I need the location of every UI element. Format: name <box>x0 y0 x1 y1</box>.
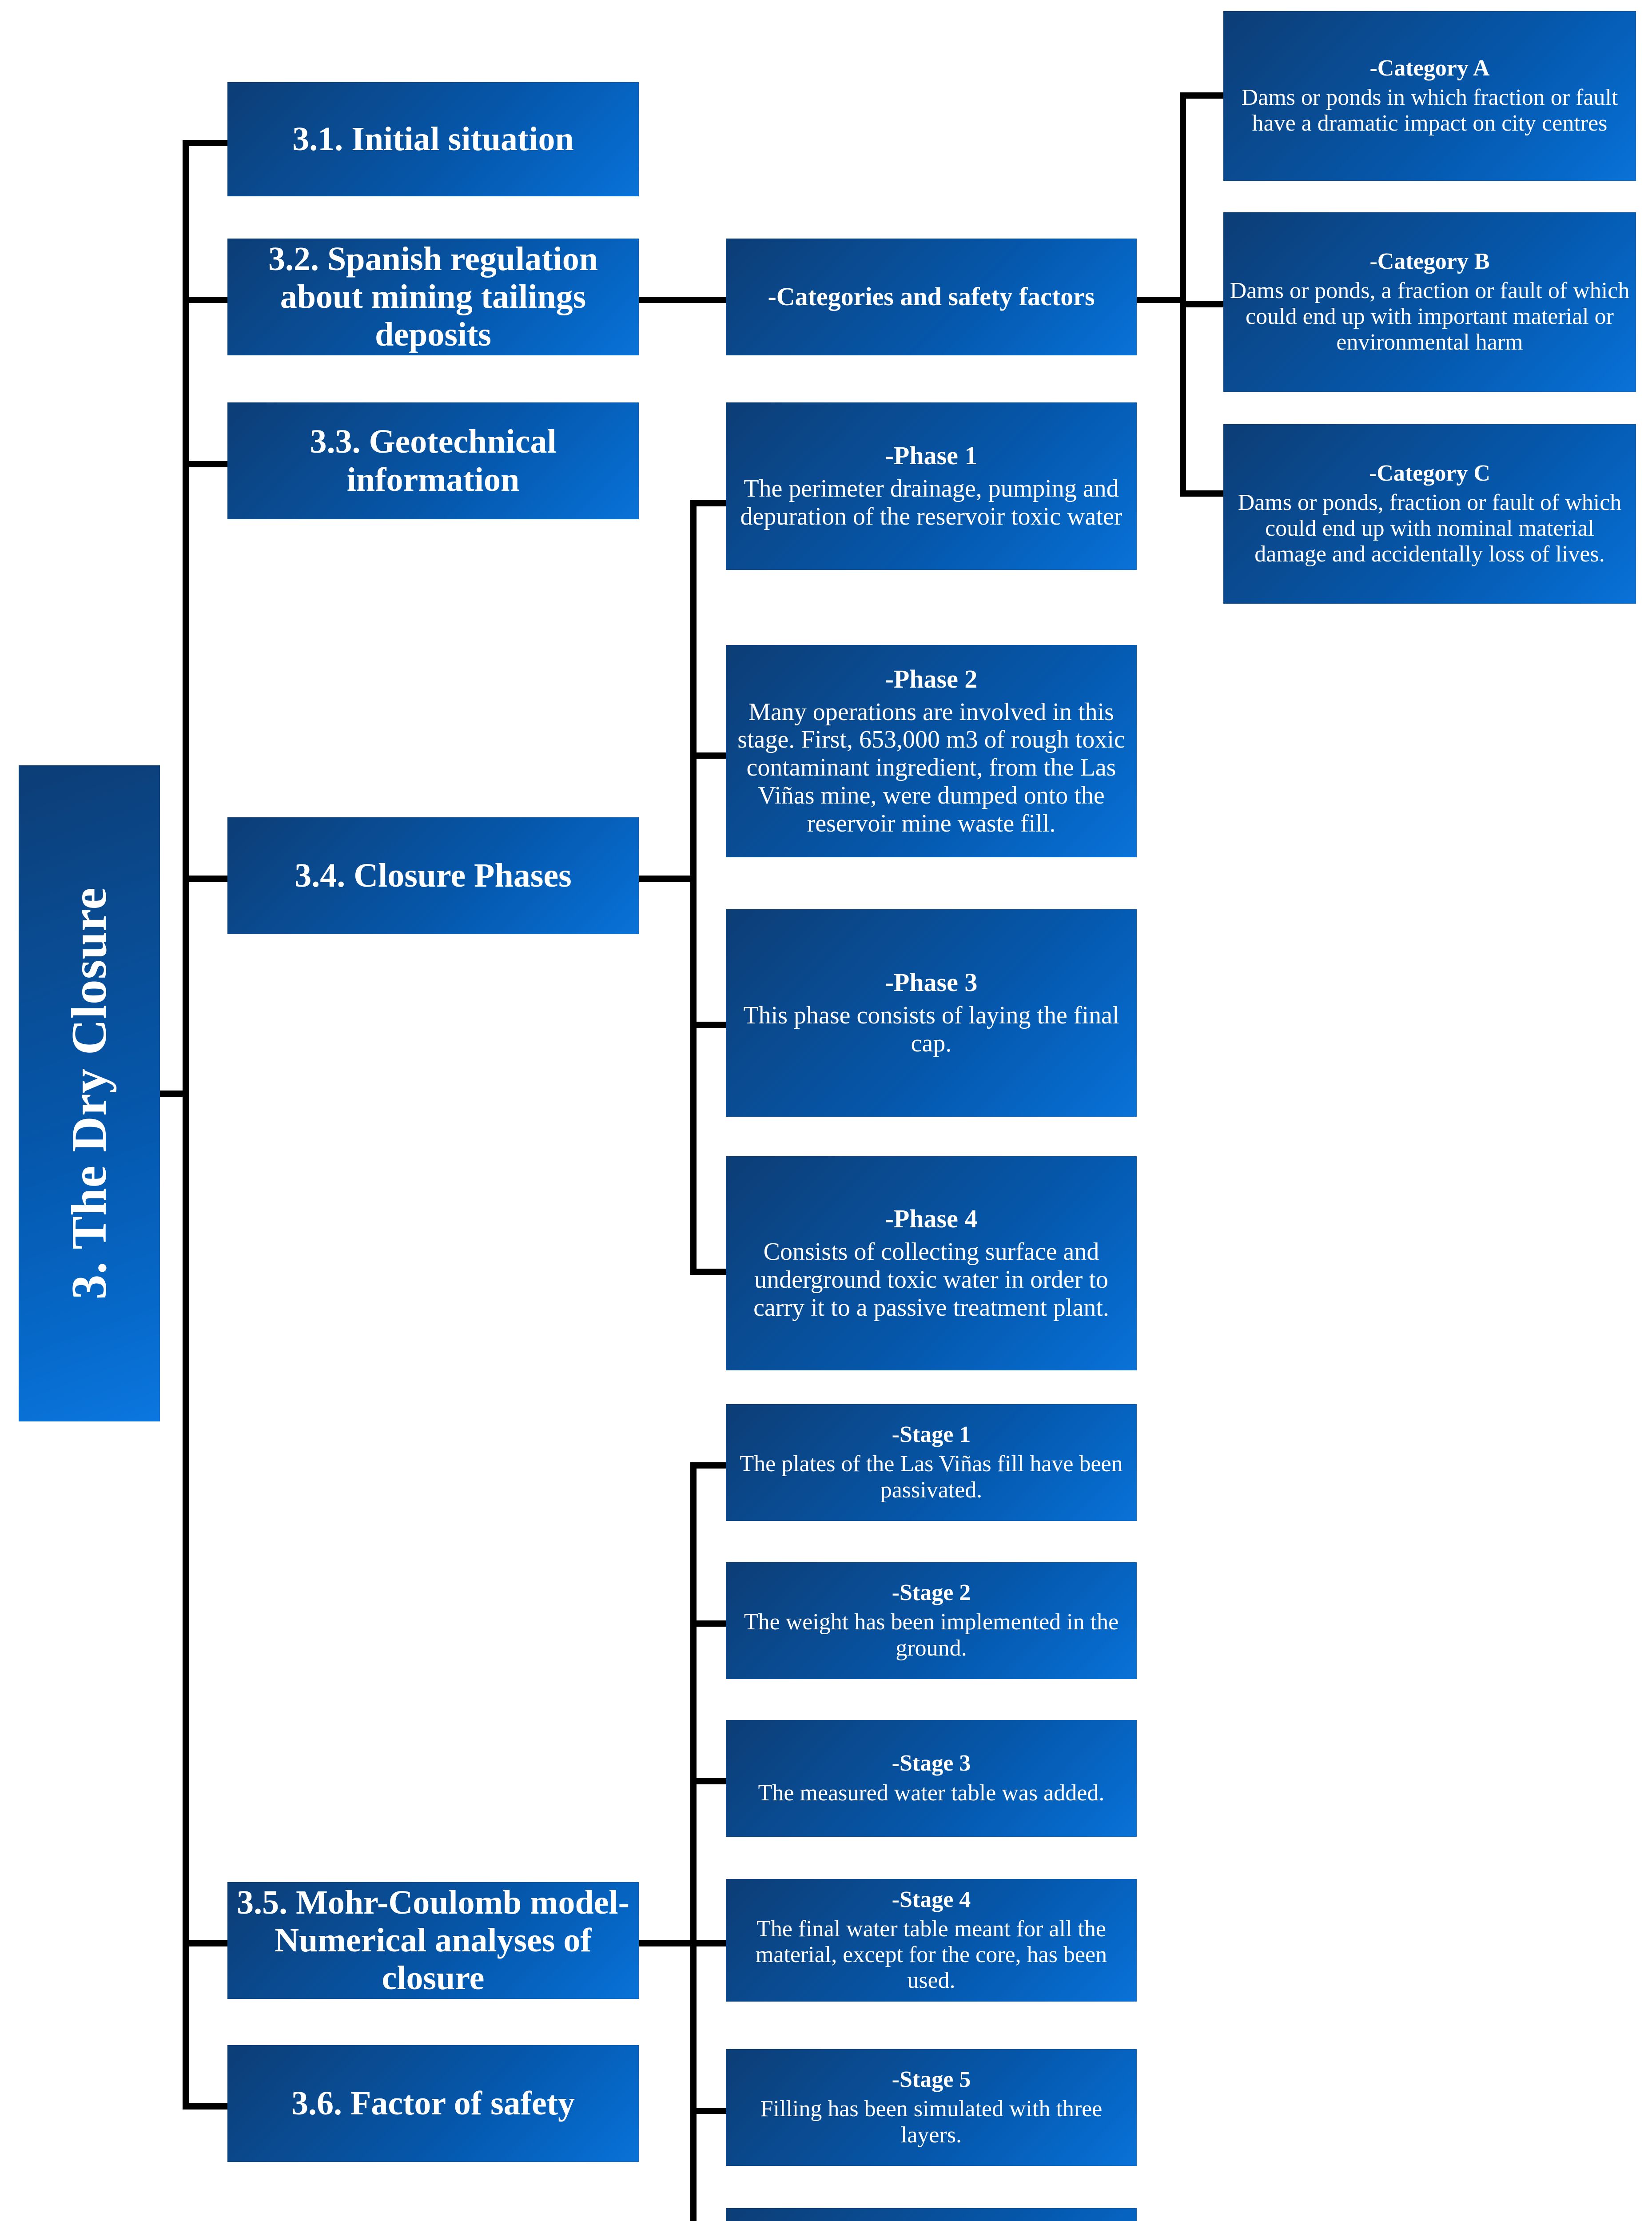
stage-body: The measured water table was added. <box>758 1780 1105 1806</box>
phase-title: -Phase 2 <box>885 664 978 693</box>
stage-box-4[interactable]: -Stage 4 The final water table meant for… <box>726 1879 1137 2002</box>
section-box-3-1[interactable]: 3.1. Initial situation <box>227 82 639 196</box>
phase-box-2[interactable]: -Phase 2 Many operations are involved in… <box>726 645 1137 857</box>
phase-body: The perimeter drainage, pumping and depu… <box>740 475 1123 530</box>
phase-body: Many operations are involved in this sta… <box>737 698 1125 837</box>
stage-title: -Stage 5 <box>892 2067 971 2093</box>
root-title-label: 3. The Dry Closure <box>61 887 117 1300</box>
connector-to-stage-2 <box>690 1620 732 1627</box>
stage-body: The weight has been implemented in the g… <box>744 1609 1119 1661</box>
phase-title: -Phase 3 <box>885 968 978 997</box>
stage-box-5[interactable]: -Stage 5 Filling has been simulated with… <box>726 2049 1137 2166</box>
connector-spine-phases <box>690 500 697 1275</box>
section-label: 3.3. Geotechnical information <box>310 423 557 498</box>
stage-body: Filling has been simulated with three la… <box>760 2096 1103 2148</box>
connector-to-category-b <box>1180 301 1229 307</box>
connector-to-s32 <box>183 297 229 303</box>
connector-spine-main <box>183 143 189 2106</box>
categories-title: -Categories and safety factors <box>768 282 1095 311</box>
stage-box-6[interactable]: -Stage 6 The total deformations have bee… <box>726 2208 1137 2221</box>
category-title: -Category B <box>1369 248 1490 274</box>
category-title: -Category C <box>1369 460 1490 486</box>
stage-title: -Stage 4 <box>892 1887 971 1912</box>
category-body: Dams or ponds in which fraction or fault… <box>1241 84 1618 136</box>
phase-body: Consists of collecting surface and under… <box>753 1238 1109 1321</box>
connector-to-phase-3 <box>690 1022 732 1028</box>
phase-box-1[interactable]: -Phase 1 The perimeter drainage, pumping… <box>726 402 1137 570</box>
connector-to-s33 <box>183 461 229 467</box>
category-box-c[interactable]: -Category C Dams or ponds, fraction or f… <box>1223 424 1636 604</box>
connector-to-phase-4 <box>690 1269 732 1275</box>
section-box-3-5[interactable]: 3.5. Mohr-Coulomb model- Numerical analy… <box>227 1882 639 1999</box>
connector-s32-to-categories <box>639 297 728 303</box>
connector-s35-stub <box>639 1940 697 1946</box>
connector-to-s36 <box>183 2103 229 2110</box>
stage-title: -Stage 1 <box>892 1422 971 1448</box>
connector-to-s34 <box>183 876 229 882</box>
section-box-3-3[interactable]: 3.3. Geotechnical information <box>227 402 639 519</box>
connector-to-category-a <box>1180 92 1229 99</box>
section-box-3-2[interactable]: 3.2. Spanish regulation about mining tai… <box>227 239 639 355</box>
stage-body: The plates of the Las Viñas fill have be… <box>740 1451 1123 1503</box>
phase-title: -Phase 4 <box>885 1204 978 1234</box>
stage-title: -Stage 2 <box>892 1580 971 1606</box>
categories-box[interactable]: -Categories and safety factors <box>726 239 1137 355</box>
connector-to-s31 <box>183 140 229 146</box>
section-label: 3.5. Mohr-Coulomb model- Numerical analy… <box>237 1883 629 1997</box>
section-box-3-4[interactable]: 3.4. Closure Phases <box>227 817 639 934</box>
connector-to-category-c <box>1180 490 1229 497</box>
connector-to-stage-5 <box>690 2108 732 2114</box>
root-title-box: 3. The Dry Closure <box>19 765 160 1421</box>
connector-categories-stub <box>1137 297 1186 303</box>
connector-to-s35 <box>183 1940 229 1946</box>
category-body: Dams or ponds, fraction or fault of whic… <box>1238 490 1622 567</box>
phase-box-3[interactable]: -Phase 3 This phase consists of laying t… <box>726 909 1137 1117</box>
category-body: Dams or ponds, a fraction or fault of wh… <box>1230 278 1630 355</box>
section-label: 3.1. Initial situation <box>292 120 574 158</box>
section-label: 3.4. Closure Phases <box>295 856 572 894</box>
connector-to-stage-1 <box>690 1462 732 1469</box>
stage-box-2[interactable]: -Stage 2 The weight has been implemented… <box>726 1562 1137 1679</box>
section-label: 3.6. Factor of safety <box>291 2084 575 2122</box>
stage-body: The final water table meant for all the … <box>755 1916 1107 1994</box>
category-box-b[interactable]: -Category B Dams or ponds, a fraction or… <box>1223 212 1636 392</box>
stage-box-3[interactable]: -Stage 3 The measured water table was ad… <box>726 1720 1137 1837</box>
phase-body: This phase consists of laying the final … <box>743 1002 1119 1057</box>
connector-to-phase-1 <box>690 500 732 506</box>
phase-title: -Phase 1 <box>885 441 978 470</box>
connector-root-stub <box>160 1091 189 1097</box>
connector-s34-stub <box>639 876 697 882</box>
phase-box-4[interactable]: -Phase 4 Consists of collecting surface … <box>726 1156 1137 1370</box>
connector-to-stage-4 <box>690 1940 732 1946</box>
connector-to-phase-2 <box>690 752 732 759</box>
stage-title: -Stage 3 <box>892 1751 971 1776</box>
connector-to-stage-3 <box>690 1778 732 1784</box>
category-title: -Category A <box>1369 55 1490 81</box>
stage-box-1[interactable]: -Stage 1 The plates of the Las Viñas fil… <box>726 1404 1137 1521</box>
connector-spine-stages <box>690 1462 697 2221</box>
category-box-a[interactable]: -Category A Dams or ponds in which fract… <box>1223 11 1636 181</box>
connector-spine-categories <box>1180 92 1186 497</box>
section-label: 3.2. Spanish regulation about mining tai… <box>268 240 598 354</box>
section-box-3-6[interactable]: 3.6. Factor of safety <box>227 2045 639 2162</box>
